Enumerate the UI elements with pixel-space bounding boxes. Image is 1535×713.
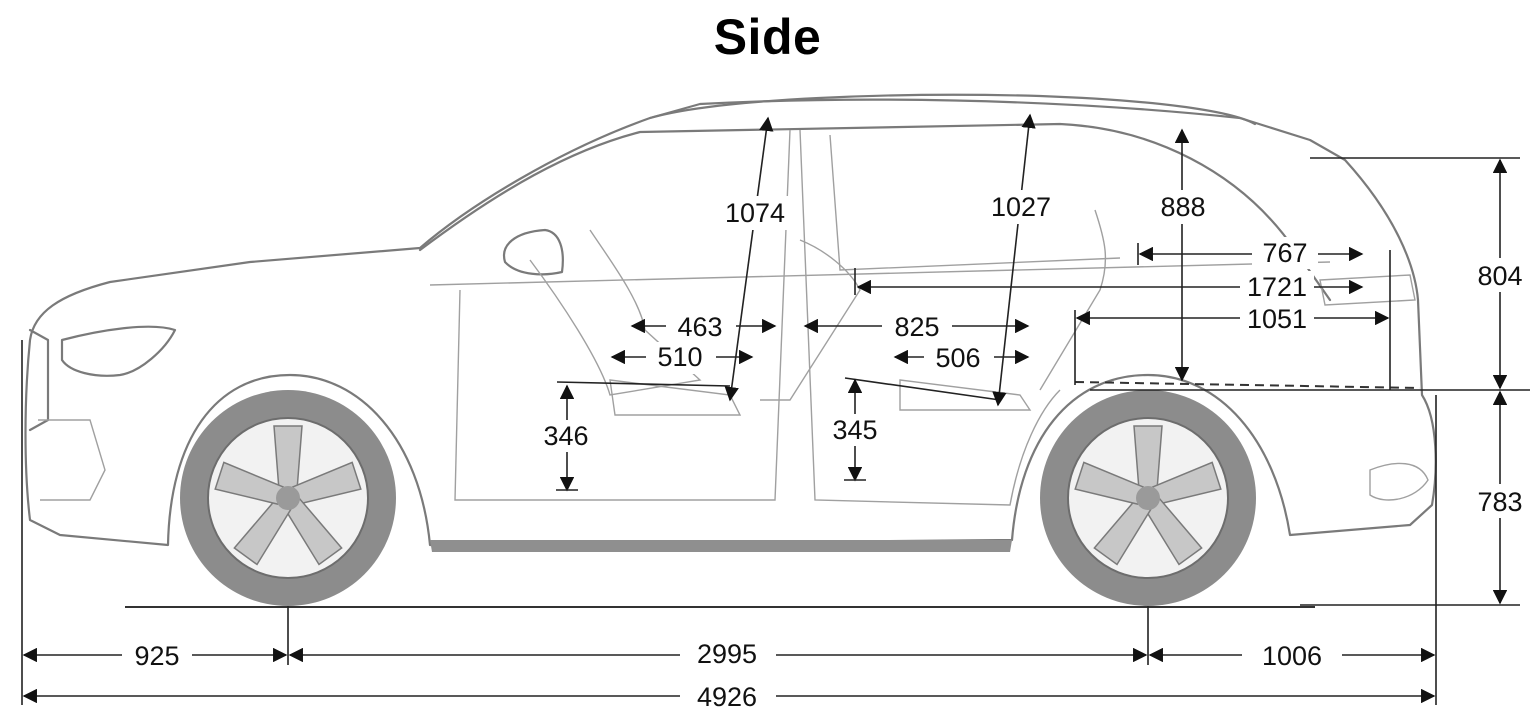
label-front-overhang: 925 (134, 641, 179, 671)
dimension-labels: 925 2995 1006 4926 804 783 888 1074 1027… (122, 190, 1532, 713)
label-cargo-1051: 1051 (1247, 304, 1307, 334)
label-cargo-1721: 1721 (1247, 272, 1307, 302)
extension-lines (21, 157, 1530, 705)
side-sill (430, 540, 1012, 552)
front-wheel (180, 390, 396, 606)
label-front-seat-height: 346 (543, 421, 588, 451)
label-rear-headroom: 1027 (991, 192, 1051, 222)
car-body-outline (24, 93, 1437, 547)
label-upper-height: 804 (1477, 261, 1522, 291)
label-lower-height: 783 (1477, 487, 1522, 517)
label-front-cushion: 510 (657, 342, 702, 372)
label-cargo-767: 767 (1262, 238, 1307, 268)
label-rear-overhang: 1006 (1262, 641, 1322, 671)
label-rear-legroom: 825 (894, 312, 939, 342)
label-wheelbase: 2995 (697, 639, 757, 669)
label-rear-seat-height: 345 (832, 415, 877, 445)
rear-wheel (1040, 390, 1256, 606)
label-front-legroom: 463 (677, 312, 722, 342)
diagram-title: Side (713, 9, 822, 65)
label-front-headroom: 1074 (725, 198, 785, 228)
label-rear-cushion: 506 (935, 343, 980, 373)
label-cargo-height: 888 (1160, 192, 1205, 222)
label-overall-length: 4926 (697, 682, 757, 712)
